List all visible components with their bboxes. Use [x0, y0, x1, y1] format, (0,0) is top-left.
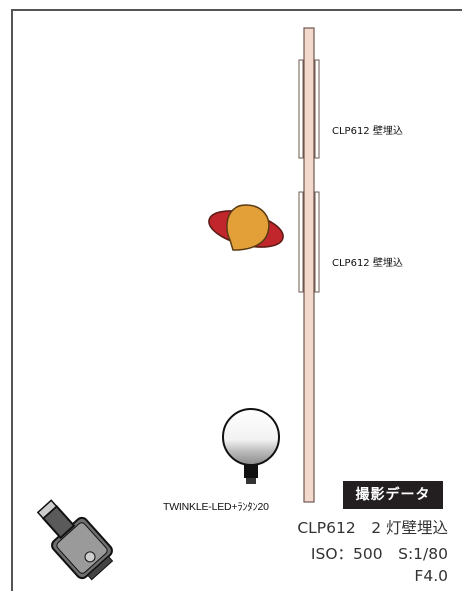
shooting-data-exposure: ISO：500 S:1/80	[310, 545, 448, 563]
shooting-data-aperture: F4.0	[414, 567, 448, 585]
wall-strip	[303, 27, 315, 503]
globe-led-bulb-icon	[222, 408, 280, 484]
frame-border-left	[11, 9, 13, 591]
light-fixture-2	[298, 191, 320, 293]
bulb-label: TWINKLE-LED+ﾗﾝﾀﾝ20	[163, 501, 269, 513]
shooting-data-lighting: CLP612 2 灯壁埋込	[297, 519, 448, 537]
camera-icon	[36, 499, 114, 581]
light-fixture-1	[298, 59, 320, 159]
light-fixture-2-label: CLP612 壁埋込	[332, 258, 403, 269]
light-fixture-1-label: CLP612 壁埋込	[332, 126, 403, 137]
subject-figure-icon	[208, 204, 284, 251]
frame-border-top	[11, 9, 462, 11]
shooting-data-badge: 撮影データ	[343, 481, 443, 509]
